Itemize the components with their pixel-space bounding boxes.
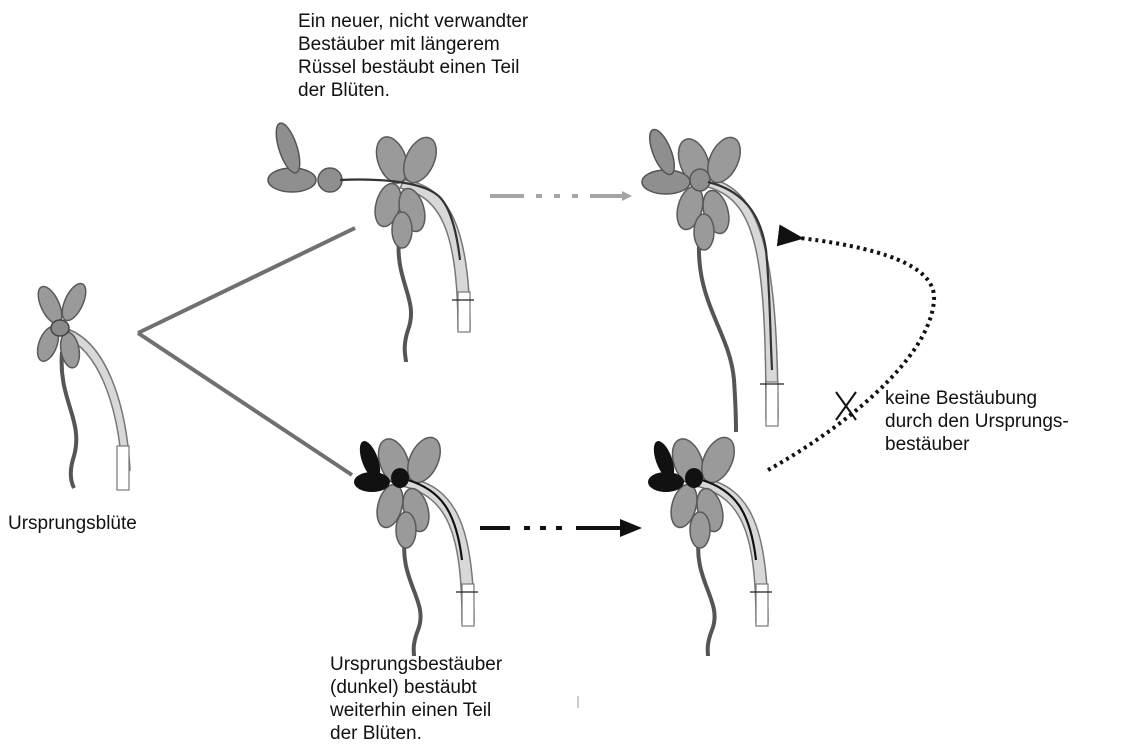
flower-new-pollinator-first — [268, 120, 474, 362]
origin-flower — [33, 280, 130, 490]
label-original-pollinator: Ursprungsbestäuber (dunkel) bestäubt wei… — [330, 653, 502, 745]
cross-mark-icon — [836, 392, 856, 420]
label-origin-flower: Ursprungsblüte — [8, 512, 137, 535]
flower-new-pollinator-later — [642, 126, 784, 432]
label-no-pollination: keine Bestäubung durch den Ursprungs- be… — [885, 387, 1069, 456]
branch-line-lower — [138, 333, 352, 475]
flower-original-pollinator-first — [354, 432, 478, 656]
label-new-pollinator: Ein neuer, nicht verwandter Bestäuber mi… — [298, 10, 528, 102]
branch-line-upper — [138, 228, 355, 333]
flower-original-pollinator-later — [648, 432, 772, 656]
